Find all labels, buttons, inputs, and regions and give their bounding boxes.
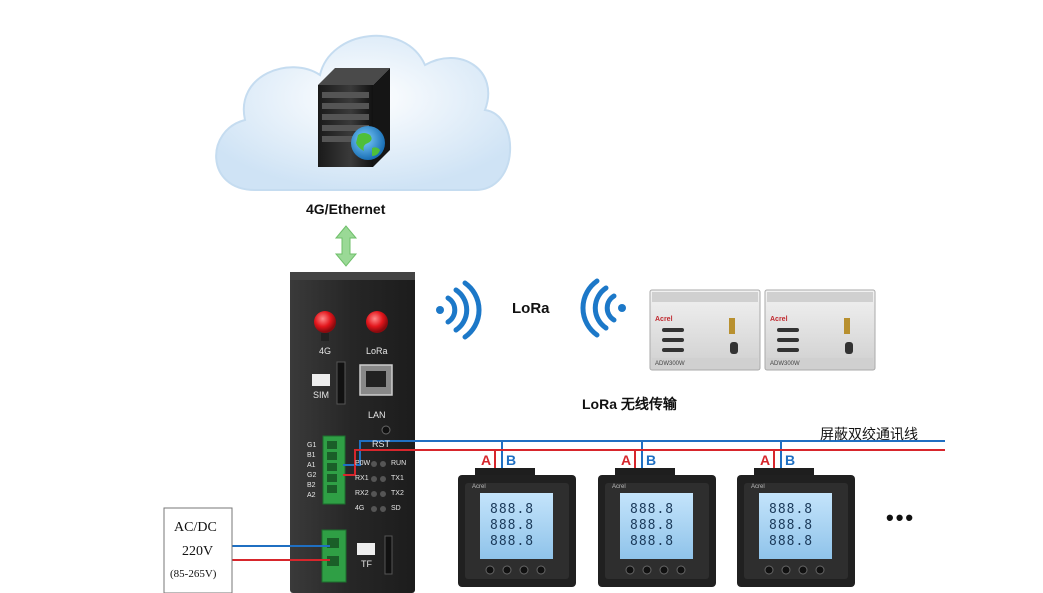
tf-label: TF: [361, 559, 372, 569]
meter-screen-readout: 888.8: [769, 534, 814, 549]
line-a-label: A: [760, 452, 771, 468]
meter-screen-readout: 888.8: [490, 518, 535, 533]
lora-label: LoRa: [512, 300, 550, 317]
led-label: P0W: [355, 460, 371, 467]
terminal-label: G2: [307, 472, 317, 479]
meter-brand-label: Acrel: [472, 484, 486, 490]
globe-icon: [351, 126, 385, 160]
module-model-label: ADW300W: [655, 361, 685, 367]
uplink-label: 4G/Ethernet: [306, 201, 386, 217]
gateway-device: [290, 272, 415, 593]
module-brand-label: Acrel: [770, 316, 788, 323]
rst-label: RST: [372, 439, 390, 449]
meter-screen-readout: 888.8: [490, 502, 535, 517]
line-a-label: A: [621, 452, 632, 468]
lora-module-1: [649, 289, 761, 371]
line-a-label: A: [481, 452, 492, 468]
line-b-label: B: [506, 452, 517, 468]
power-supply-line3: (85-265V): [170, 568, 217, 580]
power-supply-box: [163, 507, 233, 593]
led-label: 4G: [355, 505, 365, 512]
antenna-lora-label: LoRa: [366, 346, 388, 356]
led-label: TX1: [391, 475, 404, 482]
power-supply-line2: 220V: [182, 544, 214, 559]
lan-label: LAN: [368, 410, 386, 420]
power-meter-2: [598, 468, 716, 587]
led-label: TX2: [391, 490, 404, 497]
power-supply-line1: AC/DC: [174, 520, 217, 535]
antenna-4g-icon: [314, 311, 336, 341]
meter-screen-readout: 888.8: [630, 534, 675, 549]
sim-label: SIM: [313, 390, 330, 400]
led-label: RX1: [355, 475, 369, 482]
led-label: RUN: [391, 460, 407, 467]
meter-screen-readout: 888.8: [630, 502, 675, 517]
power-meter-1: [458, 468, 576, 587]
antenna-4g-label: 4G: [319, 346, 332, 356]
bus-line-b: [343, 440, 945, 470]
terminal-label: A2: [307, 492, 316, 499]
more-devices-ellipsis: •••: [886, 505, 916, 530]
wireless-signal-right-icon: [436, 280, 482, 340]
meter-screen-readout: 888.8: [769, 502, 814, 517]
meter-screen-readout: 888.8: [630, 518, 675, 533]
bus-line-a: [343, 449, 945, 476]
module-model-label: ADW300W: [770, 361, 800, 367]
wireless-signal-left-icon: [580, 278, 626, 338]
terminal-label: B2: [307, 482, 316, 489]
power-meter-3: [737, 468, 855, 587]
meter-brand-label: Acrel: [751, 484, 765, 490]
meter-screen-readout: 888.8: [769, 518, 814, 533]
cable-label: 屏蔽双绞通讯线: [820, 427, 918, 443]
meter-brand-label: Acrel: [612, 484, 626, 490]
meter-screen-readout: 888.8: [490, 534, 535, 549]
lora-module-2: [764, 289, 876, 371]
bidirectional-arrow-icon: [334, 225, 358, 267]
terminal-label: A1: [307, 462, 316, 469]
led-label: RX2: [355, 490, 369, 497]
terminal-label: G1: [307, 442, 317, 449]
led-label: SD: [391, 505, 401, 512]
line-b-label: B: [785, 452, 796, 468]
module-brand-label: Acrel: [655, 316, 673, 323]
line-b-label: B: [646, 452, 657, 468]
antenna-lora-icon: [366, 311, 388, 341]
terminal-label: B1: [307, 452, 316, 459]
lora-transmission-label: LoRa 无线传输: [582, 396, 677, 412]
